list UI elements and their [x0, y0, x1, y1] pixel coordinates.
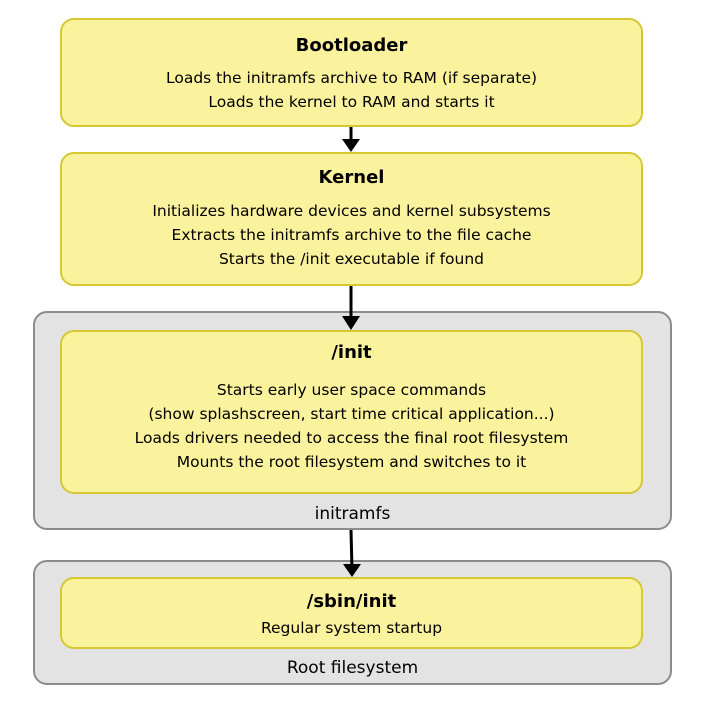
init-title: /init [331, 342, 372, 363]
kernel-title: Kernel [318, 167, 385, 188]
init-box: /init Starts early user space commands (… [60, 330, 643, 494]
sbin-init-line: Regular system startup [260, 619, 443, 637]
kernel-line: Extracts the initramfs archive to the fi… [171, 226, 532, 244]
initramfs-label: initramfs [314, 504, 391, 524]
kernel-line: Starts the /init executable if found [218, 250, 485, 268]
kernel-line: Initializes hardware devices and kernel … [152, 202, 551, 220]
arrow-init-to-sbin-init [349, 529, 354, 571]
init-line: (show splashscreen, start time critical … [148, 405, 555, 423]
bootloader-box: Bootloader Loads the initramfs archive t… [60, 18, 643, 127]
root-filesystem-label: Root filesystem [286, 658, 419, 678]
init-line: Starts early user space commands [216, 381, 487, 399]
arrowhead-sbin-init [343, 564, 361, 577]
arrowhead-kernel [342, 139, 360, 152]
bootloader-line: Loads the initramfs archive to RAM (if s… [165, 69, 538, 87]
init-line: Mounts the root filesystem and switches … [176, 453, 527, 471]
init-line: Loads drivers needed to access the final… [134, 429, 569, 447]
sbin-init-box: /sbin/init Regular system startup [60, 577, 643, 649]
arrowhead-init [342, 316, 360, 330]
bootloader-title: Bootloader [295, 35, 408, 56]
kernel-box: Kernel Initializes hardware devices and … [60, 152, 643, 286]
bootloader-line: Loads the kernel to RAM and starts it [208, 93, 495, 111]
sbin-init-title: /sbin/init [306, 591, 397, 612]
